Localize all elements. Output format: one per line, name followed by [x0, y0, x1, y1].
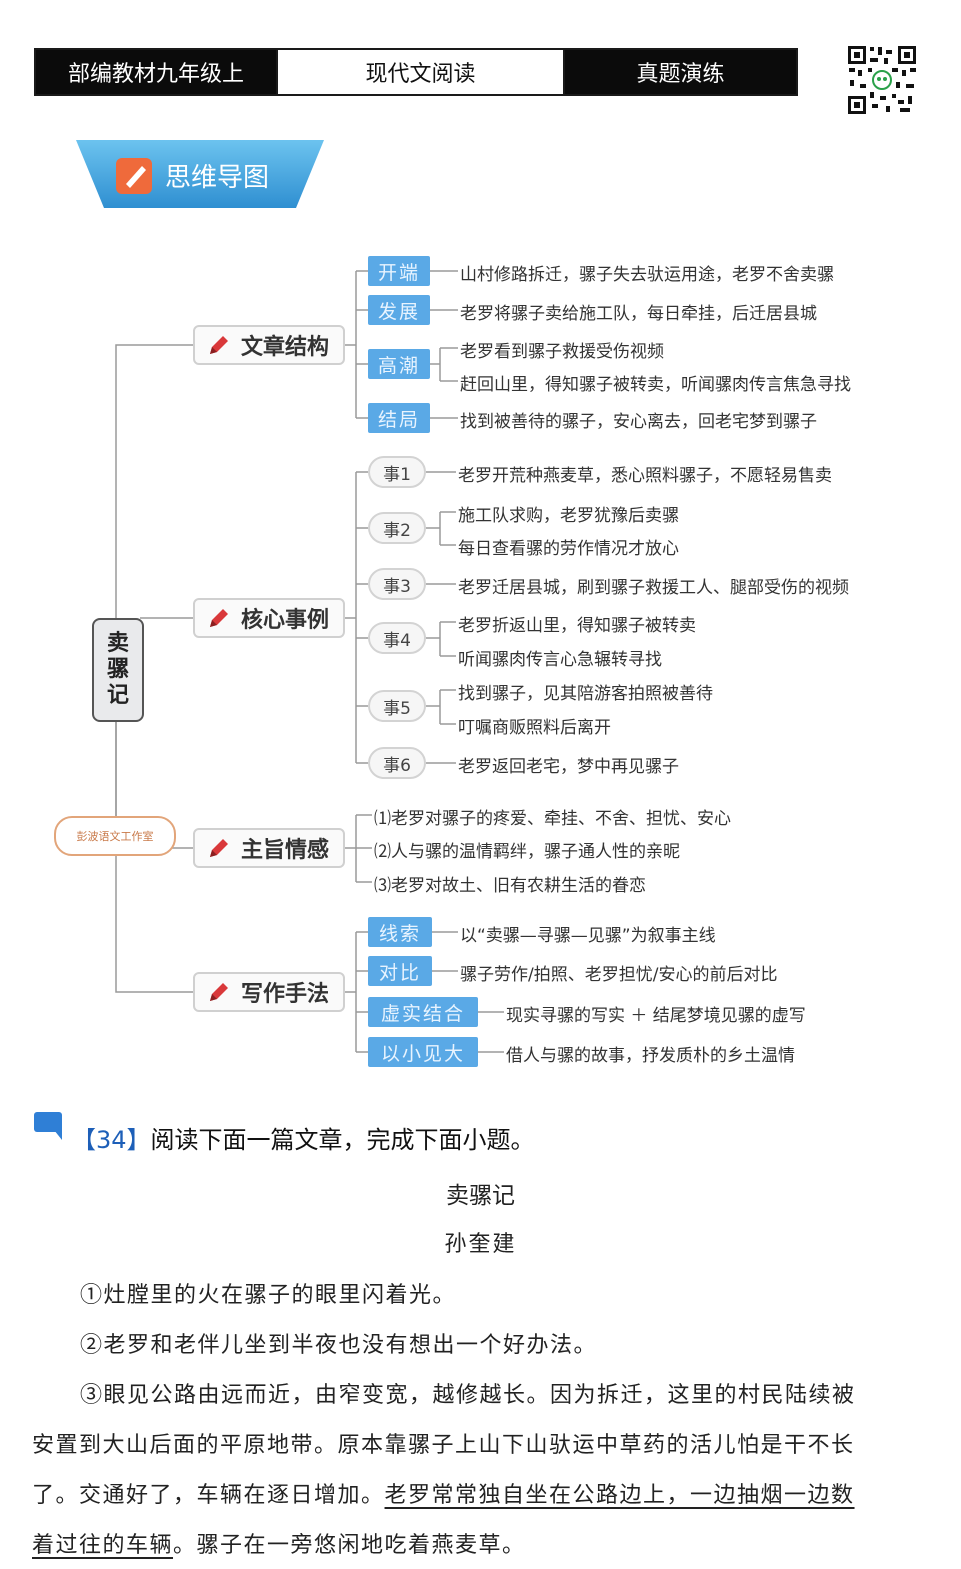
- underlined-sentence: 老罗常常独自坐在公路边上，一边抽烟一边数: [384, 1483, 855, 1508]
- paragraph-1: ①灶膛里的火在骡子的眼里闪着光。: [80, 1283, 457, 1308]
- mindmap-root: 卖 骡 记: [92, 618, 144, 722]
- pencil-icon: [210, 609, 228, 627]
- mindmap-banner-label: 思维导图: [165, 163, 270, 193]
- qr-code-icon[interactable]: [846, 44, 918, 116]
- leaf-text: ⑶老罗对故土、旧有农耕生活的眷恋: [374, 876, 646, 896]
- event-tag: 事6: [368, 747, 426, 779]
- article-title: 卖骡记: [446, 1183, 515, 1209]
- leaf-text: 找到骡子，见其陪游客拍照被善待: [458, 684, 713, 704]
- underlined-sentence: 着过往的车辆: [32, 1533, 174, 1558]
- event-tag: 事2: [368, 512, 426, 544]
- bookmark-icon: [34, 1112, 62, 1140]
- paragraph-3-line: 了。交通好了，车辆在逐日增加。老罗常常独自坐在公路边上，一边抽烟一边数: [32, 1477, 924, 1509]
- tag-small-to-large: 以小见大: [368, 1037, 478, 1067]
- header-grade: 部编教材九年级上: [36, 50, 276, 94]
- section-core-events: 核心事例: [193, 598, 345, 638]
- article-author: 孙奎建: [444, 1232, 517, 1257]
- leaf-text: 找到被善待的骡子，安心离去，回老宅梦到骡子: [460, 412, 817, 432]
- root-char: 记: [106, 683, 129, 708]
- section-title: 核心事例: [241, 608, 330, 633]
- paragraph-2: ②老罗和老伴儿坐到半夜也没有想出一个好办法。: [80, 1333, 598, 1358]
- plain-text: 了。交通好了，车辆在逐日增加。: [32, 1483, 385, 1508]
- leaf-text: 借人与骡的故事，抒发质朴的乡土温情: [506, 1046, 795, 1066]
- event-tag: 事5: [368, 690, 426, 722]
- event-tag: 事4: [368, 622, 426, 654]
- mindmap-connectors: [115, 270, 504, 1053]
- question-text: 阅读下面一篇文章，完成下面小题。: [150, 1126, 535, 1154]
- header-subject: 现代文阅读: [276, 50, 565, 94]
- section-structure: 文章结构: [193, 325, 345, 365]
- tag-beginning: 开端: [368, 256, 430, 286]
- leaf-text: 老罗看到骡子救援受伤视频: [460, 342, 664, 362]
- pencil-icon: [210, 839, 228, 857]
- paragraph-3-line: 着过往的车辆。骡子在一旁悠闲地吃着燕麦草。: [32, 1527, 924, 1559]
- event-tag: 事1: [368, 456, 426, 488]
- leaf-text: 赶回山里，得知骡子被转卖，听闻骡肉传言焦急寻找: [460, 375, 851, 395]
- leaf-text: 老罗折返山里，得知骡子被转卖: [458, 616, 696, 636]
- paragraph-3-line: ③眼见公路由远而近，由窄变宽，越修越长。因为拆迁，这里的村民陆续被: [80, 1383, 856, 1408]
- leaf-text: ⑵人与骡的温情羁绊，骡子通人性的亲昵: [374, 842, 680, 862]
- pencil-icon: [210, 983, 228, 1001]
- mindmap-banner: [76, 140, 324, 208]
- section-theme: 主旨情感: [193, 828, 345, 868]
- plain-text: 。骡子在一旁悠闲地吃着燕麦草。: [173, 1533, 526, 1558]
- header-bar: 部编教材九年级上 现代文阅读 真题演练: [34, 48, 798, 96]
- header-section: 真题演练: [565, 50, 796, 94]
- section-title: 写作手法: [241, 982, 330, 1007]
- leaf-text: 山村修路拆迁，骡子失去驮运用途，老罗不舍卖骡: [460, 265, 834, 285]
- section-title: 主旨情感: [241, 838, 330, 863]
- paragraph-3-line: 安置到大山后面的平原地带。原本靠骡子上山下山驮运中草药的活儿怕是干不长: [32, 1433, 855, 1458]
- pencil-icon: [210, 336, 228, 354]
- studio-stamp: 彭波语文工作室: [54, 816, 176, 856]
- leaf-text: 老罗返回老宅，梦中再见骡子: [458, 757, 679, 777]
- tag-ending: 结局: [368, 403, 430, 433]
- tag-development: 发展: [368, 295, 430, 325]
- question-prompt: 【34】阅读下面一篇文章，完成下面小题。: [72, 1120, 535, 1155]
- leaf-text: 施工队求购，老罗犹豫后卖骡: [458, 506, 679, 526]
- leaf-text: 骡子劳作/拍照、老罗担忧/安心的前后对比: [460, 965, 778, 985]
- leaf-text: 现实寻骡的写实 ＋ 结尾梦境见骡的虚写: [506, 1006, 806, 1026]
- tag-contrast: 对比: [368, 956, 432, 986]
- leaf-text: 以“卖骡—寻骡—见骡”为叙事主线: [460, 926, 716, 946]
- leaf-text: 老罗迁居县城，刷到骡子救援工人、腿部受伤的视频: [458, 578, 849, 598]
- question-number: 【34】: [72, 1126, 151, 1154]
- section-techniques: 写作手法: [193, 972, 345, 1012]
- leaf-text: 老罗开荒种燕麦草，悉心照料骡子，不愿轻易售卖: [458, 466, 832, 486]
- leaf-text: 听闻骡肉传言心急辗转寻找: [458, 650, 662, 670]
- root-char: 卖: [106, 631, 129, 656]
- tag-climax: 高潮: [368, 349, 430, 379]
- tag-real-virtual: 虚实结合: [368, 997, 478, 1027]
- tag-clue: 线索: [368, 917, 432, 947]
- leaf-text: 叮嘱商贩照料后离开: [458, 718, 611, 738]
- leaf-text: 老罗将骡子卖给施工队，每日牵挂，后迁居县城: [460, 304, 817, 324]
- leaf-text: 每日查看骡的劳作情况才放心: [458, 539, 679, 559]
- section-title: 文章结构: [241, 335, 330, 360]
- event-tag: 事3: [368, 568, 426, 600]
- root-char: 骡: [106, 657, 129, 682]
- leaf-text: ⑴老罗对骡子的疼爱、牵挂、不舍、担忧、安心: [374, 809, 731, 829]
